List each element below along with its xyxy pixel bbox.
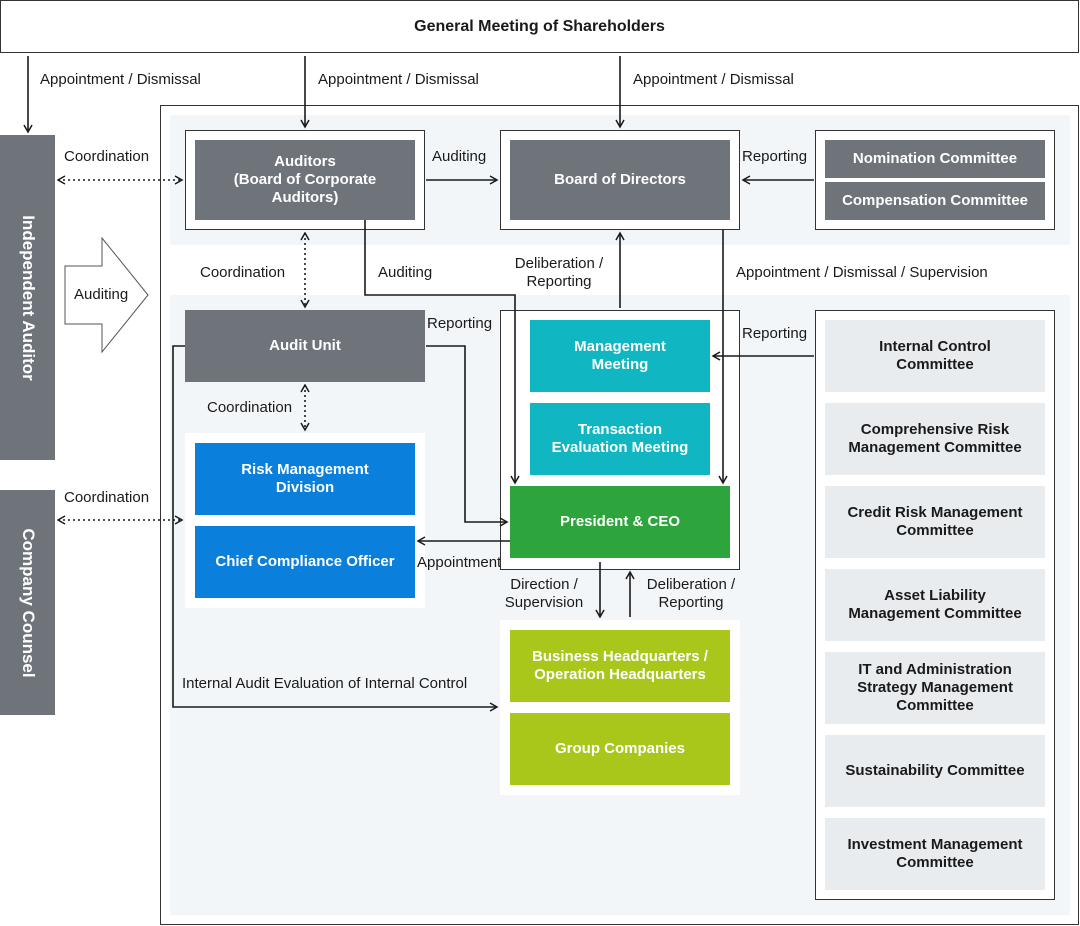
group-companies-box: Group Companies	[510, 713, 730, 785]
appointment-label: Appointment / Dismissal	[633, 71, 794, 88]
committee-item: Comprehensive Risk Management Committee	[825, 403, 1045, 475]
appointment-supervision-label: Appointment / Dismissal / Supervision	[736, 264, 988, 281]
compensation-committee-box: Compensation Committee	[825, 182, 1045, 220]
auditing-label: Auditing	[378, 264, 433, 281]
reporting-arrow	[426, 345, 509, 527]
auditing-label: Auditing	[432, 148, 487, 165]
direction-label: Direction / Supervision	[504, 576, 584, 611]
auditing-label: Auditing	[74, 286, 129, 303]
committee-item: Internal Control Committee	[825, 320, 1045, 392]
coordination-label: Coordination	[64, 148, 150, 165]
reporting-label: Reporting	[742, 325, 808, 342]
committee-item: Credit Risk Management Committee	[825, 486, 1045, 558]
committee-item: Asset Liability Management Committee	[825, 569, 1045, 641]
appointment-label: Appointment / Dismissal	[40, 71, 201, 88]
coordination-label: Coordination	[200, 264, 286, 281]
chief-compliance-officer-box: Chief Compliance Officer	[195, 526, 415, 598]
shareholders-box: General Meeting of Shareholders	[0, 0, 1079, 53]
internal-audit-label: Internal Audit Evaluation of Internal Co…	[182, 675, 468, 692]
reporting-label: Reporting	[427, 315, 493, 332]
audit-unit-box: Audit Unit	[185, 310, 425, 382]
committee-item: Investment Management Committee	[825, 818, 1045, 890]
business-headquarters-box: Business Headquarters / Operation Headqu…	[510, 630, 730, 702]
auditing-arrow	[364, 220, 520, 485]
committee-item: IT and Administration Strategy Managemen…	[825, 652, 1045, 724]
deliberation-label: Deliberation / Reporting	[514, 255, 604, 290]
deliberation-label: Deliberation / Reporting	[646, 576, 736, 611]
auditing-big-arrow	[64, 236, 149, 354]
coordination-label: Coordination	[207, 399, 293, 416]
internal-audit-arrow	[172, 345, 499, 712]
board-of-directors-box: Board of Directors	[510, 140, 730, 220]
risk-management-division-box: Risk Management Division	[195, 443, 415, 515]
appointment-label: Appointment	[417, 554, 502, 571]
independent-auditor-bar: Independent Auditor	[0, 135, 55, 460]
company-counsel-bar: Company Counsel	[0, 490, 55, 715]
committee-item: Sustainability Committee	[825, 735, 1045, 807]
nomination-committee-box: Nomination Committee	[825, 140, 1045, 178]
transaction-evaluation-meeting-box: Transaction Evaluation Meeting	[530, 403, 710, 475]
appointment-label: Appointment / Dismissal	[318, 71, 479, 88]
reporting-label: Reporting	[742, 148, 808, 165]
coordination-label: Coordination	[64, 489, 150, 506]
auditors-box: Auditors (Board of Corporate Auditors)	[195, 140, 415, 220]
management-meeting-box: Management Meeting	[530, 320, 710, 392]
president-ceo-box: President & CEO	[510, 486, 730, 558]
